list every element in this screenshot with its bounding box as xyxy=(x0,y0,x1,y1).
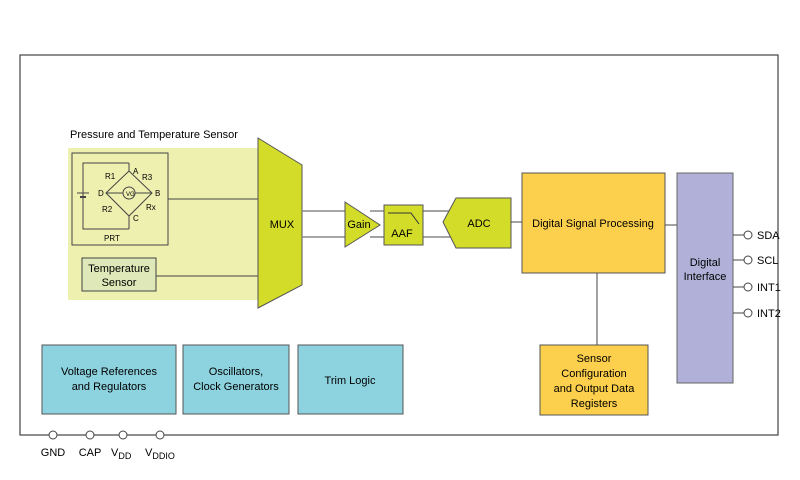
pin-cap xyxy=(85,430,95,440)
mux-label: MUX xyxy=(270,219,295,231)
aaf-label: AAF xyxy=(391,228,413,240)
pin-vdd xyxy=(118,430,128,440)
r2-label: R2 xyxy=(102,205,113,214)
digital-interface-label: Digital xyxy=(690,257,721,269)
voltage-ref-label: Voltage References xyxy=(61,366,158,378)
oscillators-label: Oscillators, xyxy=(209,366,263,378)
sensor-config-block xyxy=(539,344,649,416)
digital-interface-label: Interface xyxy=(684,271,727,283)
pin-scl xyxy=(743,255,753,265)
voltmeter-icon xyxy=(122,186,136,200)
mux-block xyxy=(257,137,303,309)
oscillators-block xyxy=(182,344,290,415)
pin-label: GND xyxy=(41,447,66,459)
pin-vddio xyxy=(155,430,165,440)
pin-gnd xyxy=(48,430,58,440)
r1-label: R1 xyxy=(105,172,116,181)
voltage-ref-label: and Regulators xyxy=(72,381,147,393)
right-pins: SDA SCL INT1 INT2 xyxy=(733,230,781,320)
trim-logic-label: Trim Logic xyxy=(325,375,376,387)
adc-label: ADC xyxy=(467,218,490,230)
prt-label: PRT xyxy=(104,234,120,243)
pin-sda xyxy=(743,230,753,240)
meter-label: VG xyxy=(126,192,135,198)
adc-block xyxy=(442,197,512,249)
dsp-label: Digital Signal Processing xyxy=(532,218,654,230)
rx-label: Rx xyxy=(146,203,156,212)
node-a: A xyxy=(133,167,139,176)
prt-bridge: VG A B C D R1 R2 R3 Rx PRT xyxy=(71,152,169,246)
pin-label: VDD xyxy=(111,447,132,461)
sensor-config-label: Sensor xyxy=(577,353,612,365)
r3-label: R3 xyxy=(142,173,153,182)
bottom-pins: GND CAP VDD VDDIO xyxy=(41,430,175,461)
node-c: C xyxy=(133,214,139,223)
sensor-config-label: Configuration xyxy=(561,368,626,380)
temperature-sensor-block xyxy=(81,257,157,292)
digital-interface-block xyxy=(676,172,734,384)
dsp-block xyxy=(521,172,666,274)
pin-label: SDA xyxy=(757,230,780,242)
voltage-references-block xyxy=(41,344,177,415)
gain-label: Gain xyxy=(347,219,370,231)
pin-int1 xyxy=(743,282,753,292)
aaf-block xyxy=(383,204,424,246)
pin-label: SCL xyxy=(757,255,778,267)
pin-label: INT2 xyxy=(757,308,781,320)
lowpass-icon xyxy=(388,212,420,225)
node-d: D xyxy=(98,189,104,198)
sensor-config-label: and Output Data xyxy=(554,383,636,395)
pin-label: CAP xyxy=(79,447,102,459)
temp-sensor-label: Sensor xyxy=(102,277,137,289)
sensor-config-label: Registers xyxy=(571,398,618,410)
temp-sensor-label: Temperature xyxy=(88,263,150,275)
node-b: B xyxy=(155,189,160,198)
pin-label: INT1 xyxy=(757,282,781,294)
pin-label: VDDIO xyxy=(145,447,175,461)
trim-logic-block xyxy=(297,344,404,415)
oscillators-label: Clock Generators xyxy=(193,381,279,393)
sensor-group-title: Pressure and Temperature Sensor xyxy=(70,129,238,141)
pin-int2 xyxy=(743,308,753,318)
gain-amplifier xyxy=(344,201,381,248)
